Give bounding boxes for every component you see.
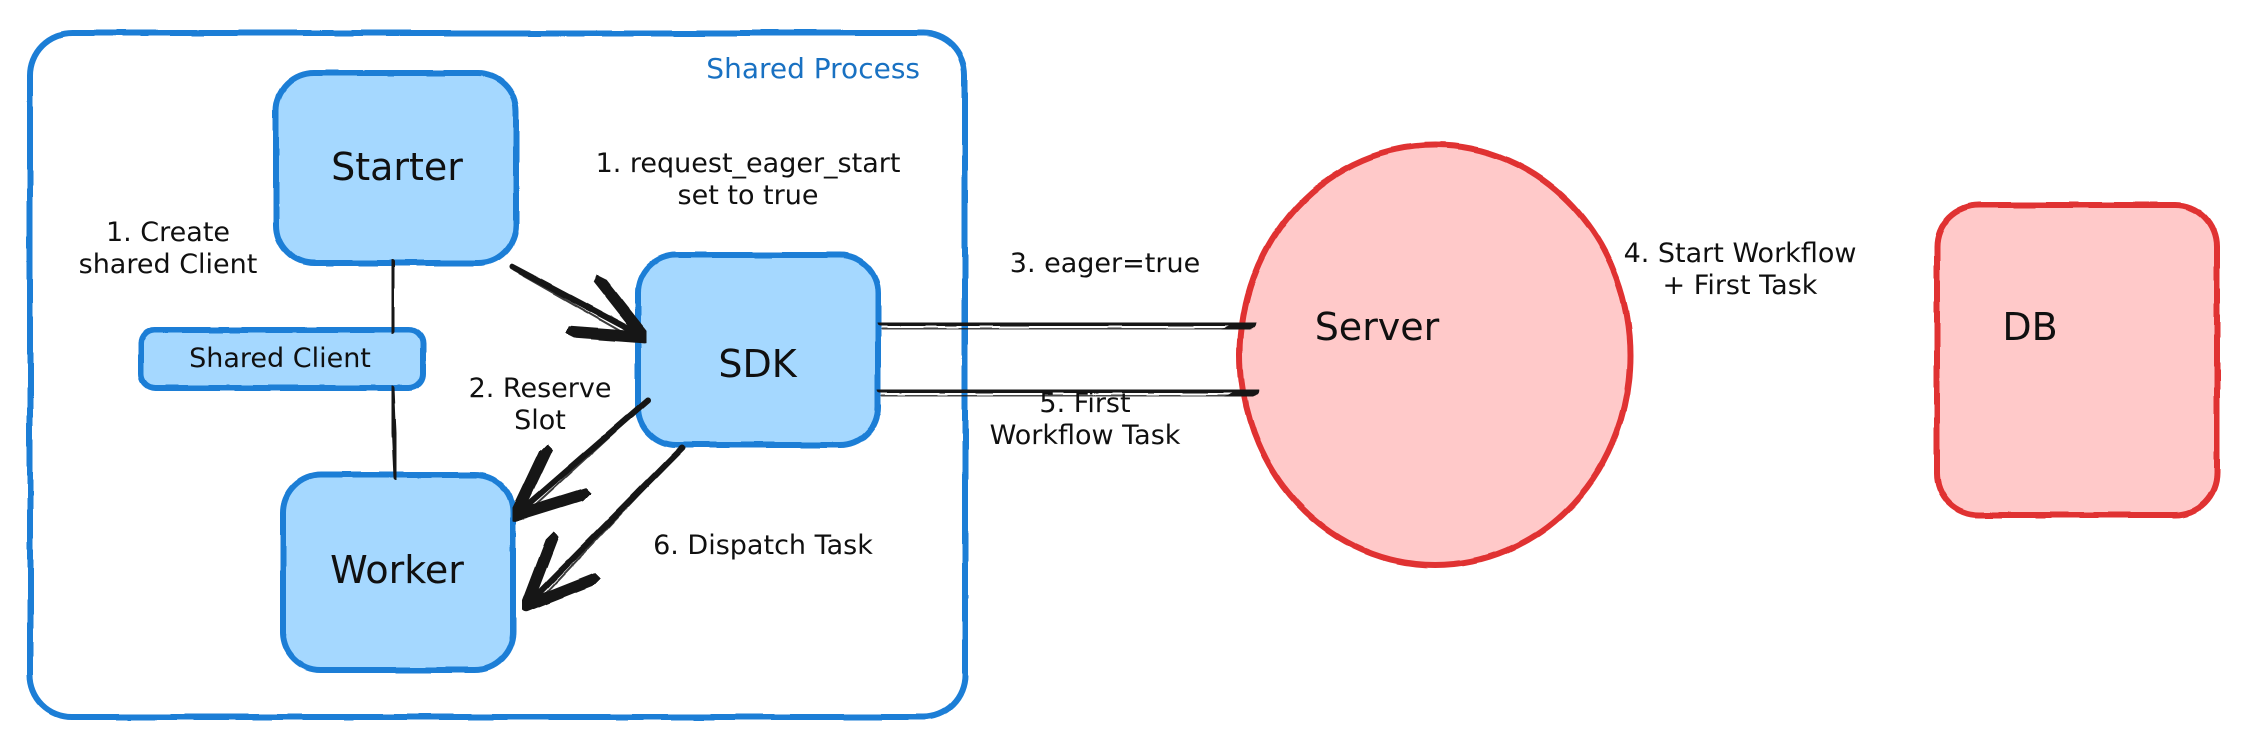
edge-create-shared-client: [389, 259, 399, 481]
node-sdk-shape[interactable]: [635, 252, 881, 448]
node-starter-shape[interactable]: [273, 70, 519, 266]
node-shared-client-shape[interactable]: [138, 327, 426, 391]
edge-request-eager-start: [509, 264, 640, 340]
node-db-shape[interactable]: [1934, 202, 2220, 518]
edge-first-workflow-task: [877, 390, 1248, 396]
edge-label-dispatch-task: 6. Dispatch Task: [653, 530, 873, 561]
edge-eager-true: [877, 323, 1245, 329]
edge-dispatch-task: [530, 445, 685, 606]
group-shared-process: [27, 30, 968, 720]
edge-label-reserve-slot: 2. Reserve Slot: [468, 373, 612, 437]
edge-reserve-slot: [519, 397, 651, 516]
edge-label-start-workflow: 4. Start Workflow + First Task: [1623, 238, 1857, 302]
edge-label-request-eager-start: 1. request_eager_start set to true: [595, 148, 901, 212]
edge-label-first-workflow-task: 5. First Workflow Task: [989, 388, 1181, 452]
edge-label-create-shared-client: 1. Create shared Client: [78, 217, 258, 281]
node-server-shape[interactable]: [1237, 142, 1633, 568]
node-worker-shape[interactable]: [280, 472, 516, 673]
group-label-shared-process: Shared Process: [706, 52, 920, 85]
edge-label-eager-true: 3. eager=true: [1009, 248, 1201, 279]
